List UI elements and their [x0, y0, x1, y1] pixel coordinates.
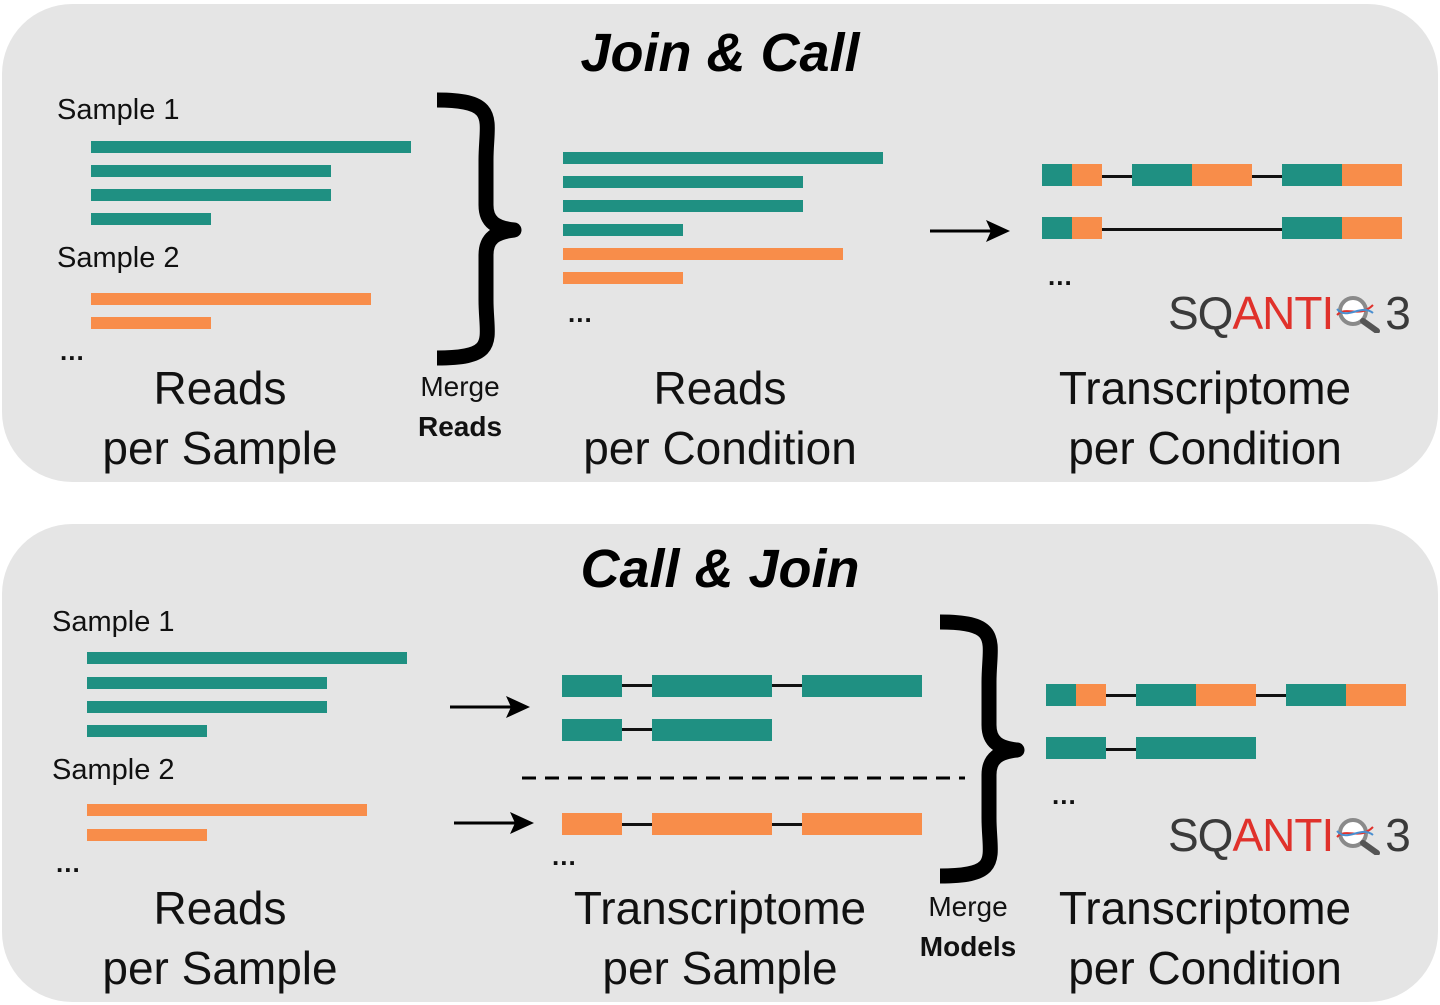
exon-block — [1346, 684, 1406, 706]
merge-word: Merge — [928, 891, 1008, 922]
exon-block — [802, 675, 922, 697]
label-line: Reads — [153, 362, 287, 414]
reads-per-sample-label: Reads per Sample — [60, 358, 380, 478]
call-and-join-panel: Call & Join — [2, 524, 1438, 1002]
read-bar — [91, 141, 411, 153]
exon-block — [562, 719, 622, 741]
read-bar — [563, 176, 803, 188]
read-bar — [563, 152, 883, 164]
exon-block — [1042, 164, 1072, 186]
label-line: per Sample — [102, 942, 338, 994]
logo-text: SQ — [1168, 809, 1233, 861]
label-line: per Sample — [102, 422, 338, 474]
exon-block — [1132, 164, 1192, 186]
sqanti3-logo: SQANTI 3 — [1168, 287, 1411, 339]
merge-object: Reads — [417, 411, 503, 442]
sqanti3-logo: SQANTI 3 — [1168, 809, 1411, 861]
exon-block — [1342, 164, 1402, 186]
label-line: per Condition — [583, 422, 857, 474]
merge-object: Models — [919, 931, 1017, 962]
label-line: per Condition — [1068, 422, 1342, 474]
exon-block — [1342, 217, 1402, 239]
transcriptome-per-condition-label: Transcriptome per Condition — [1030, 358, 1380, 478]
exon-block — [1136, 737, 1256, 759]
merge-word: Merge — [420, 371, 500, 402]
exon-block — [1282, 164, 1342, 186]
magnifier-icon — [1333, 815, 1385, 856]
merge-reads-label: Merge Reads — [395, 367, 525, 447]
exon-block — [1136, 684, 1196, 706]
read-bar — [563, 200, 803, 212]
more-reads-ellipsis: ... — [568, 298, 593, 328]
read-bar — [87, 829, 207, 841]
more-transcripts-ellipsis: ... — [552, 841, 577, 871]
more-transcripts-ellipsis: ... — [1048, 261, 1073, 291]
logo-text: 3 — [1385, 287, 1411, 339]
sample-2-label: Sample 2 — [52, 754, 175, 786]
join-and-call-panel: Join & Call — [2, 4, 1438, 482]
exon-block — [1076, 684, 1106, 706]
more-samples-ellipsis: ... — [56, 848, 81, 878]
read-bar — [87, 701, 327, 713]
label-line: per Sample — [602, 942, 838, 994]
read-bar — [563, 224, 683, 236]
panel-title: Join & Call — [580, 23, 860, 83]
label-line: Transcriptome — [1058, 362, 1352, 414]
exon-block — [652, 813, 772, 835]
transcriptome-per-sample-label: Transcriptome per Sample — [540, 878, 900, 998]
read-bar — [87, 804, 367, 816]
read-bar — [87, 677, 327, 689]
read-bar — [563, 248, 843, 260]
exon-block — [1072, 217, 1102, 239]
sample-1-label: Sample 1 — [57, 94, 180, 126]
more-transcripts-ellipsis: ... — [1052, 780, 1077, 810]
label-line: Transcriptome — [1058, 882, 1352, 934]
exon-block — [802, 813, 922, 835]
logo-text: 3 — [1385, 809, 1411, 861]
read-bar — [91, 293, 371, 305]
read-bar — [91, 317, 211, 329]
intron-line — [1104, 748, 1144, 751]
read-bar — [91, 165, 331, 177]
exon-block — [652, 719, 772, 741]
read-bar — [91, 213, 211, 225]
read-bar — [87, 652, 407, 664]
label-line: per Condition — [1068, 942, 1342, 994]
sample-2-label: Sample 2 — [57, 242, 180, 274]
exon-block — [1192, 164, 1252, 186]
exon-block — [1286, 684, 1346, 706]
read-bar — [91, 189, 331, 201]
exon-block — [1046, 684, 1076, 706]
label-line: Reads — [653, 362, 787, 414]
exon-block — [1072, 164, 1102, 186]
exon-block — [562, 813, 622, 835]
read-bar — [87, 725, 207, 737]
label-line: Transcriptome — [573, 882, 867, 934]
transcriptome-per-condition-label: Transcriptome per Condition — [1030, 878, 1380, 998]
logo-text: SQ — [1168, 287, 1233, 339]
reads-per-sample-label: Reads per Sample — [60, 878, 380, 998]
logo-text: ANTI — [1232, 809, 1334, 861]
exon-block — [652, 675, 772, 697]
logo-text: ANTI — [1232, 287, 1334, 339]
sample-1-label: Sample 1 — [52, 606, 175, 638]
exon-block — [1282, 217, 1342, 239]
reads-per-condition-label: Reads per Condition — [540, 358, 900, 478]
read-bar — [563, 272, 683, 284]
more-samples-ellipsis: ... — [60, 336, 85, 366]
intron-line — [1100, 228, 1300, 231]
panel-title: Call & Join — [580, 539, 860, 599]
exon-block — [1196, 684, 1256, 706]
merge-models-label: Merge Models — [903, 887, 1033, 967]
intron-line — [620, 728, 680, 731]
exon-block — [1046, 737, 1106, 759]
exon-block — [562, 675, 622, 697]
magnifier-icon — [1333, 293, 1385, 334]
exon-block — [1042, 217, 1072, 239]
label-line: Reads — [153, 882, 287, 934]
